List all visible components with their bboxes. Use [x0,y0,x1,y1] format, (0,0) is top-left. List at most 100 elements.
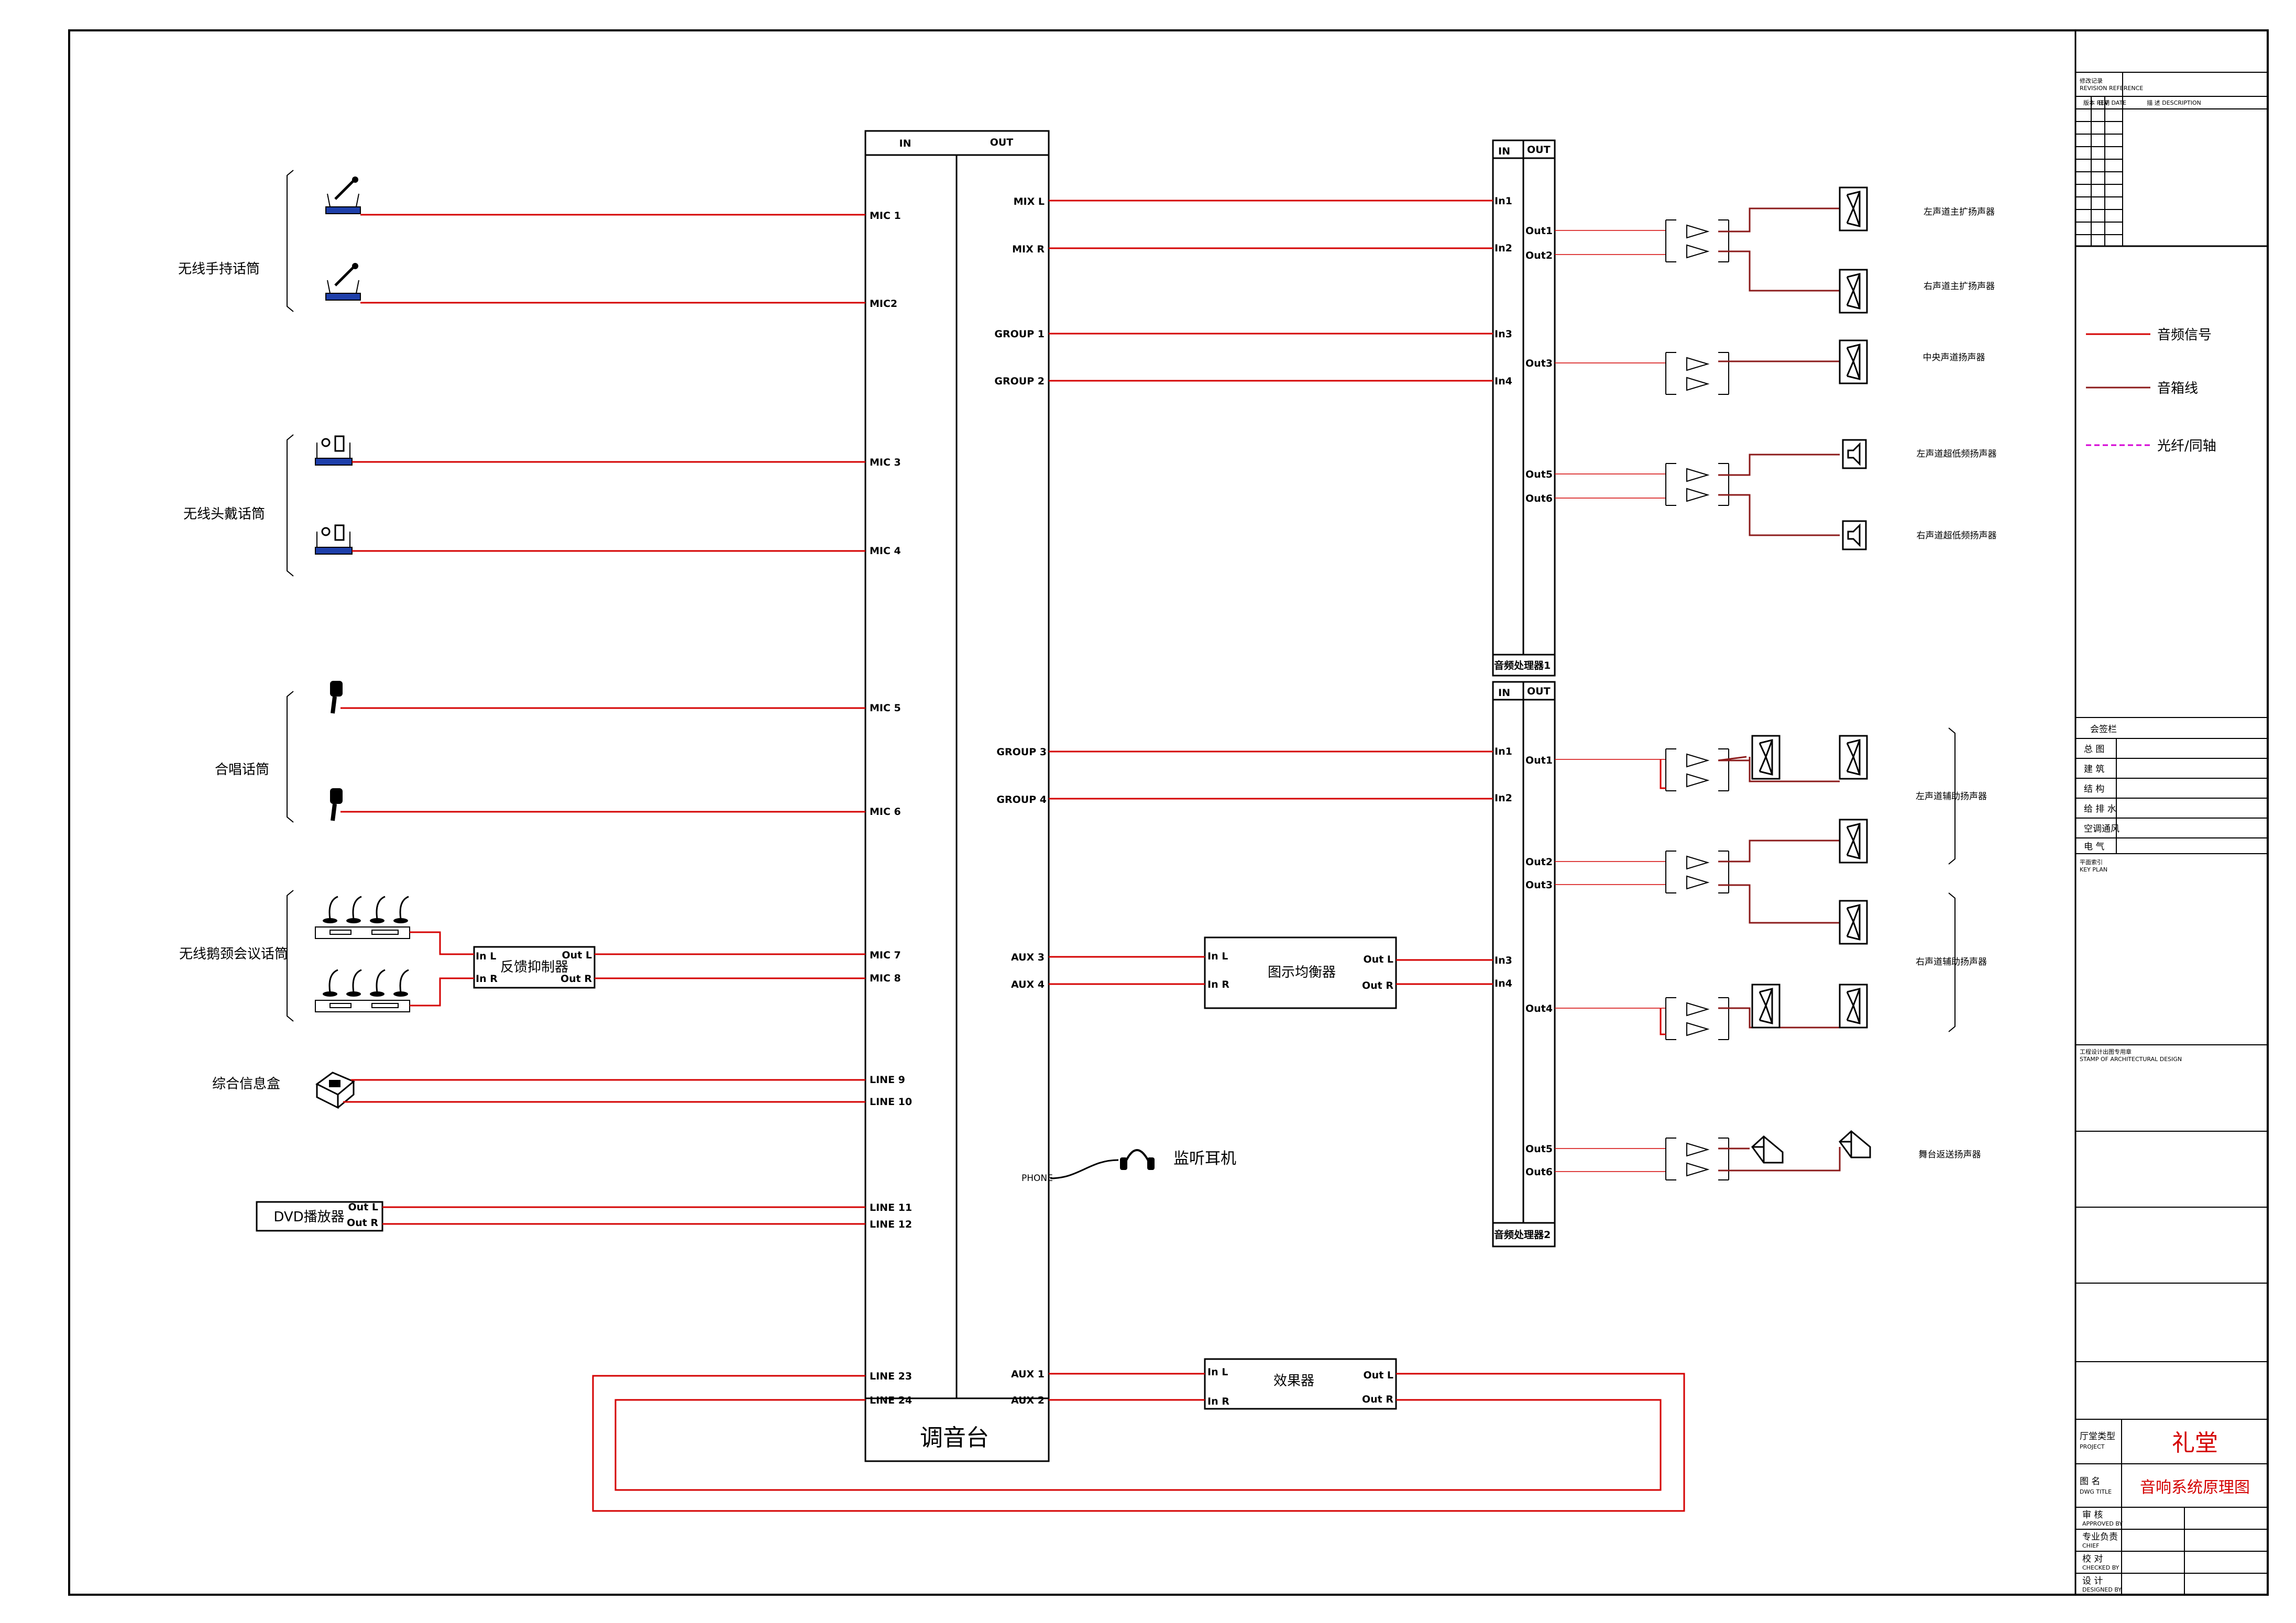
mixer-input-label: MIC 3 [870,457,901,468]
audio-processor-2: IN OUT 音频处理器2 In1 In2 In3 In4 Out1 Out2 … [1492,681,1556,1247]
fx-in-r-label: In R [1207,1396,1229,1407]
amp-input-feeds [1660,759,1666,1035]
processor1-in-header: IN [1498,146,1510,157]
effects-processor-label: 效果器 [1273,1373,1314,1389]
processor1-output-label: Out3 [1525,358,1553,369]
revision-col: 日期 DATE [2098,100,2126,106]
mixer-input-label: LINE 11 [870,1202,912,1213]
dvd-out-l-label: Out L [348,1201,378,1213]
input-wires [340,214,865,1225]
mixer-output-label: GROUP 4 [996,794,1047,805]
info-box-icon [315,1072,355,1109]
mixer-input-label: MIC 5 [870,702,901,714]
wireless-headset-mic-icon [315,524,353,555]
headset-mic-group-label: 无线头戴话筒 [183,506,265,522]
project-label: 厅堂类型 [2080,1431,2115,1442]
feedback-suppressor-label: 反馈抑制器 [500,959,568,975]
processor2-output-label: Out5 [1525,1143,1553,1155]
right-aux-speaker-label: 右声道辅助扬声器 [1916,957,1987,967]
fx-out-l-label: Out L [1364,1370,1393,1381]
wireless-headset-mic-icon [315,435,353,466]
audio-processor-1: IN OUT 音频处理器1 In1 In2 In3 In4 Out1 Out2 … [1492,139,1556,677]
headphone-icon [1050,1149,1155,1179]
infobox-label: 综合信息盒 [212,1076,280,1092]
choir-mic-icon [330,681,343,714]
conference-mic-icon [315,969,410,1012]
revision-col: 版本 REV [2083,99,2108,106]
revision-col: 描 述 DESCRIPTION [2147,99,2201,106]
legend: 音频信号 音箱线 光纤/同轴 [2086,327,2216,454]
processor2-output-label: Out2 [1525,856,1553,868]
stamp-label-en: STAMP OF ARCHITECTURAL DESIGN [2080,1056,2182,1063]
sign-off-row: 给 排 水 [2084,804,2116,814]
revision-title-en: REVISION REFERENCE [2080,85,2143,92]
conference-mic-icon [315,896,410,939]
mixer: IN OUT 调音台 MIC 1 MIC2 MIC 3 MIC 4 MIC 5 … [864,130,1050,1462]
mixer-in-header: IN [899,138,911,149]
effects-processor: 效果器 In L In R Out L Out R [1204,1358,1397,1410]
processor2-output-label: Out1 [1525,755,1553,766]
title-block [2074,30,2268,1595]
role-label: 校 对 [2082,1554,2103,1564]
mixer-output-label: MIX L [1014,196,1045,207]
sign-off-row: 结 构 [2084,784,2104,794]
eq-out-r-label: Out R [1362,980,1393,991]
aux-speaker-brackets [1948,727,1956,1032]
speaker-wires [1718,207,1841,1172]
project-label-en: PROJECT [2080,1443,2105,1450]
mixer-title: 调音台 [920,1425,989,1451]
sign-off-row: 空调通风 [2084,824,2119,834]
mixer-input-label: MIC 4 [870,545,901,557]
sign-off-row: 建 筑 [2084,764,2104,775]
sign-off-row: 总 图 [2084,744,2104,755]
mixer-input-label: MIC 1 [870,210,901,222]
mixer-output-label: GROUP 3 [996,746,1047,758]
right-subwoofer-label: 右声道超低频扬声器 [1917,531,1997,541]
feedback-out-l-label: Out L [562,949,592,961]
mixer-output-label: AUX 1 [1011,1368,1045,1380]
dvd-out-r-label: Out R [347,1217,378,1229]
processor2-input-label: In4 [1495,978,1512,989]
key-plan-label-en: KEY PLAN [2080,866,2107,873]
drawing-title-value: 音响系统原理图 [2140,1478,2250,1497]
drawing-frame [68,29,2269,1596]
handheld-mic-group-label: 无线手持话筒 [178,261,260,277]
processor1-output-label: Out1 [1525,225,1553,237]
mixer-output-label: AUX 4 [1011,979,1045,990]
mixer-phone-label: PHONE [1021,1173,1053,1184]
processor1-input-label: In2 [1495,242,1512,254]
role-label-en: CHECKED BY [2082,1564,2119,1571]
processor2-input-label: In2 [1495,792,1512,804]
processor2-output-label: Out6 [1525,1166,1553,1178]
eq-in-r-label: In R [1207,979,1229,990]
mixer-out-header: OUT [990,137,1014,148]
revision-title: 修改记录 [2080,77,2103,84]
mixer-input-label: LINE 10 [870,1096,912,1108]
role-label: 专业负责 [2082,1532,2118,1542]
fx-in-l-label: In L [1207,1366,1228,1378]
center-speaker-label: 中央声道扬声器 [1923,352,1985,363]
dvd-player: DVD播放器 Out L Out R [256,1201,383,1232]
mixer-input-label: LINE 23 [870,1371,912,1382]
processor1-input-label: In1 [1495,195,1512,207]
mixer-input-label: MIC 8 [870,973,901,984]
role-label: 设 计 [2082,1576,2103,1586]
wireless-handheld-mic-icon [325,263,361,301]
eq-in-l-label: In L [1207,951,1228,962]
mixer-output-label: MIX R [1012,244,1045,255]
mixer-output-label: AUX 2 [1011,1395,1045,1406]
mixer-input-label: LINE 12 [870,1219,912,1230]
conference-mic-group-label: 无线鹅颈会议话筒 [179,946,288,962]
project-value: 礼堂 [2172,1430,2218,1456]
mixer-input-label: MIC2 [870,298,897,310]
processor1-input-label: In3 [1495,328,1512,340]
processor2-input-label: In3 [1495,955,1512,966]
monitor-headphone-label: 监听耳机 [1173,1150,1236,1168]
processor2-output-label: Out3 [1525,879,1553,891]
mixer-input-label: LINE 24 [870,1395,912,1406]
right-main-speaker-label: 右声道主扩扬声器 [1924,281,1995,292]
choir-mic-group-label: 合唱话筒 [215,762,269,778]
processor2-input-label: In1 [1495,746,1512,757]
feedback-suppressor: 反馈抑制器 In L In R Out L Out R [473,946,596,989]
